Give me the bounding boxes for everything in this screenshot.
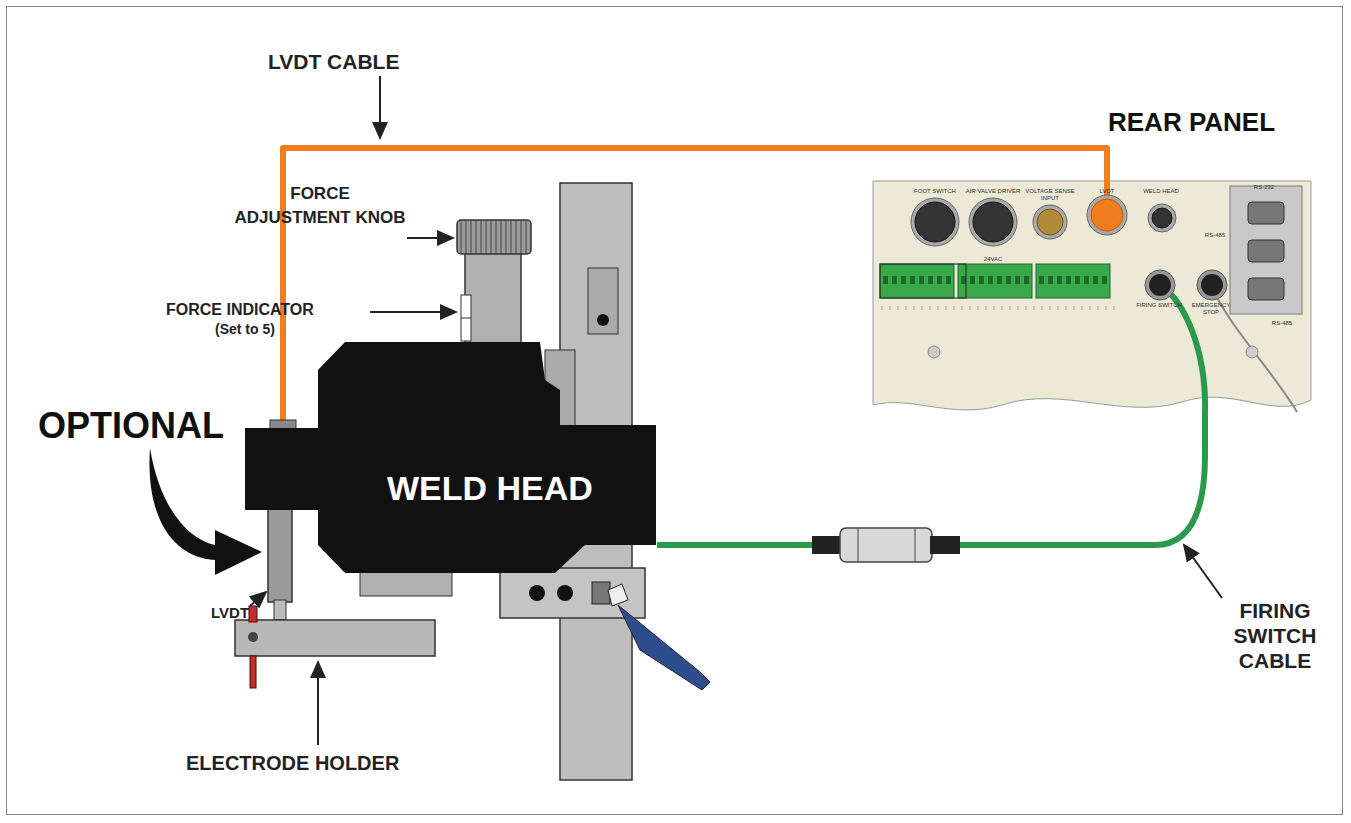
weld-head-body: [245, 340, 657, 575]
callout-label: LVDT CABLE: [268, 50, 399, 74]
callout-label: FORCE INDICATOR: [166, 301, 314, 319]
weld-head: WELD HEAD: [245, 340, 657, 575]
node-title: WELD HEAD: [387, 469, 593, 508]
connector-label: VOLTAGE SENSE INPUT: [1025, 188, 1075, 202]
callout-label: LVDT: [211, 604, 249, 621]
firing-switch-cable: [657, 415, 1205, 545]
connector-label: AIR VALVE DRIVER: [965, 188, 1021, 195]
connector-label: RS-232: [1244, 184, 1284, 191]
callout-label: FIRING SWITCH CABLE: [1220, 598, 1330, 673]
connector-label: RS-485: [1262, 320, 1302, 327]
connector-label: RS-485: [1200, 232, 1230, 239]
connector-label: FOOT SWITCH: [912, 188, 958, 195]
callout-label: ELECTRODE HOLDER: [186, 752, 399, 775]
connector-label: FIRING SWITCH: [1136, 302, 1182, 309]
connector-label: LVDT: [1087, 188, 1127, 195]
panel-heading: REAR PANEL: [1108, 107, 1275, 138]
callout-label: (Set to 5): [215, 321, 275, 337]
connector-label: 24VAC: [970, 256, 1016, 263]
rear-panel: REAR PANEL: [872, 180, 1312, 415]
callout-label: OPTIONAL: [38, 405, 224, 447]
connector-label: WELD HEAD: [1136, 188, 1186, 195]
connector-label: EMERGENCY STOP: [1188, 302, 1234, 316]
callout-label: FORCE ADJUSTMENT KNOB: [232, 182, 408, 230]
panel-face: [872, 180, 1312, 415]
